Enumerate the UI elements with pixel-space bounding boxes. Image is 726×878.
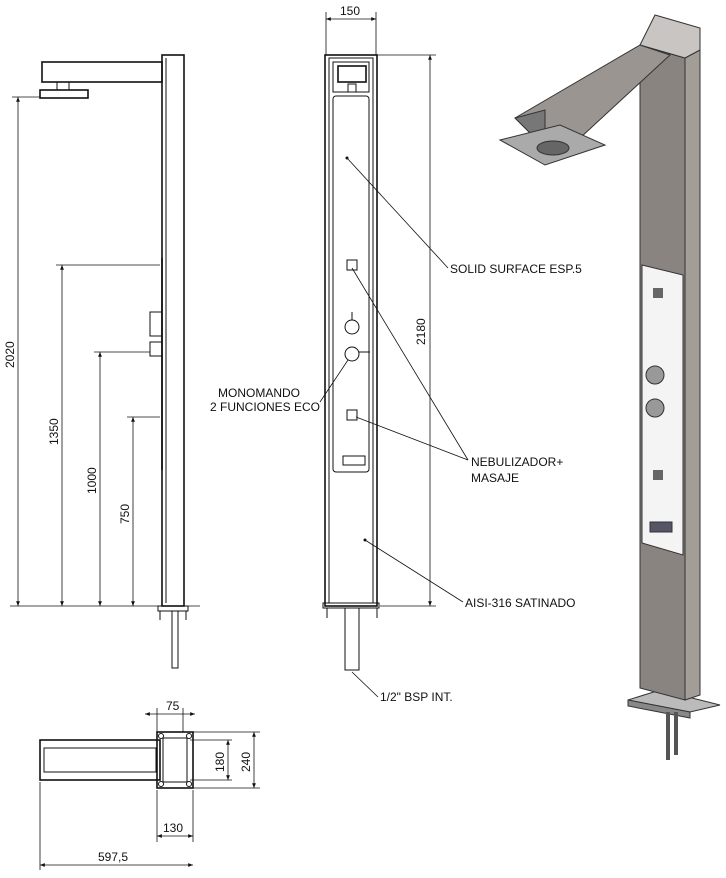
dim-75: 75 (166, 699, 180, 713)
dim-130: 130 (163, 821, 183, 835)
dim-597-5: 597,5 (98, 850, 128, 864)
dim-240: 240 (239, 752, 253, 772)
dim-150: 150 (340, 4, 360, 18)
label-monomando: MONOMANDO (218, 386, 300, 400)
dim-180: 180 (213, 752, 227, 772)
dim-1350: 1350 (47, 418, 61, 445)
label-bsp: 1/2" BSP INT. (380, 690, 453, 704)
label-aisi: AISI-316 SATINADO (465, 596, 575, 610)
label-2-funciones: 2 FUNCIONES ECO (210, 400, 320, 414)
front-view: 150 2180 SOLID SURFACE ESP.5 NEBULIZADOR… (210, 4, 582, 704)
label-masaje: MASAJE (471, 471, 519, 485)
dim-750: 750 (118, 504, 132, 524)
label-solid-surface: SOLID SURFACE ESP.5 (450, 262, 582, 276)
plan-view: 75 180 240 130 597,5 (39, 699, 260, 870)
dim-2020: 2020 (3, 341, 17, 368)
dim-2180: 2180 (414, 318, 428, 345)
label-nebulizador: NEBULIZADOR+ (471, 455, 563, 469)
dim-1000: 1000 (85, 467, 99, 494)
isometric-render (498, 14, 721, 760)
side-view: 2020 1350 1000 750 (3, 54, 200, 669)
